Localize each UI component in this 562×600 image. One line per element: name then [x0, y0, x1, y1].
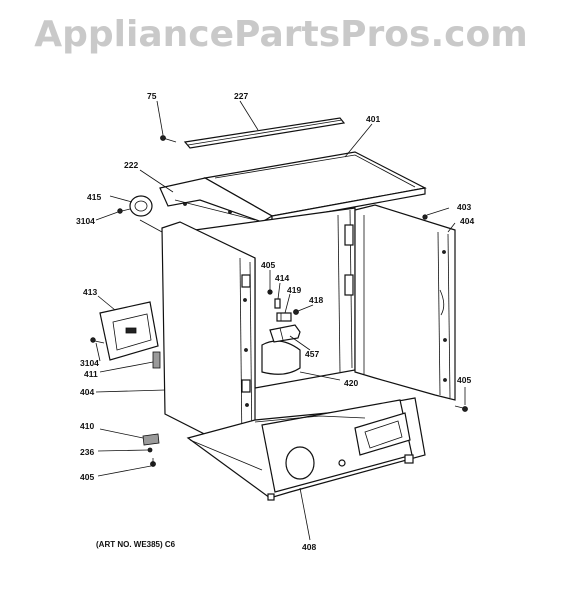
screw-405-middle	[267, 286, 273, 295]
label-405-right: 405	[457, 375, 471, 385]
screw-75	[160, 135, 177, 143]
disc-415	[129, 195, 153, 217]
top-trim-strip	[183, 117, 346, 149]
label-410: 410	[80, 421, 94, 431]
label-418: 418	[309, 295, 323, 305]
label-413: 413	[83, 287, 97, 297]
art-number-note: (ART NO. WE385) C6	[96, 540, 176, 549]
label-457: 457	[305, 349, 319, 359]
label-420: 420	[344, 378, 358, 388]
part-419	[276, 312, 292, 322]
label-75: 75	[147, 91, 157, 101]
label-411: 411	[84, 369, 98, 379]
label-419: 419	[287, 285, 301, 295]
label-405-bottom-left: 405	[80, 472, 94, 482]
label-408: 408	[302, 542, 316, 552]
screw-405-right	[454, 405, 468, 412]
screw-3104-top	[117, 208, 131, 214]
label-227: 227	[234, 91, 248, 101]
base-frame	[186, 397, 426, 501]
rear-panel-opening	[261, 340, 301, 375]
label-405-middle: 405	[261, 260, 275, 270]
leader-lines	[95, 100, 466, 541]
label-404-left: 404	[80, 387, 94, 397]
label-222: 222	[124, 160, 138, 170]
part-410	[142, 433, 160, 446]
label-404-right: 404	[460, 216, 474, 226]
label-401: 401	[366, 114, 380, 124]
label-3104-bottom: 3104	[80, 358, 99, 368]
part-414	[274, 298, 281, 309]
part-236	[147, 447, 153, 453]
label-403: 403	[457, 202, 471, 212]
part-411	[152, 351, 161, 369]
screw-3104-bottom	[90, 337, 105, 344]
screw-405-bottom-left	[150, 458, 156, 467]
label-414: 414	[275, 273, 289, 283]
label-3104-top: 3104	[76, 216, 95, 226]
front-bracket-413	[99, 301, 159, 361]
screw-403	[422, 207, 450, 220]
part-418	[293, 309, 299, 315]
label-236: 236	[80, 447, 94, 457]
watermark-logo: AppliancePartsPros.com	[34, 14, 528, 55]
left-side-panel	[161, 221, 256, 456]
label-415: 415	[87, 192, 101, 202]
right-side-panel	[354, 204, 456, 401]
